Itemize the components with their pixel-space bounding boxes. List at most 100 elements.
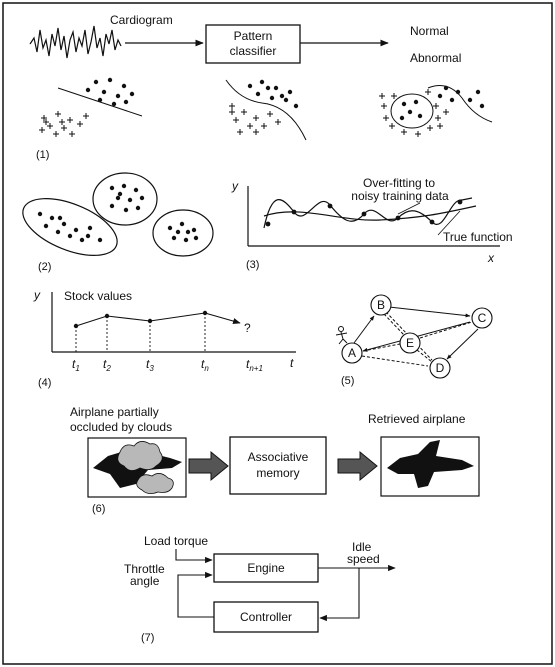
plus-marker <box>233 117 239 123</box>
x-axis-label: x <box>487 251 495 265</box>
dot-cluster <box>85 77 135 107</box>
cluster-point <box>117 191 123 197</box>
edge-a-b <box>353 315 375 344</box>
cluster-point <box>175 229 181 235</box>
idle-speed-label-1: Idle <box>352 540 372 554</box>
plus-marker <box>247 123 253 129</box>
training-point <box>291 209 297 215</box>
cluster-point <box>109 185 115 191</box>
panel-5-label: (5) <box>341 375 354 387</box>
cluster-point <box>87 225 93 231</box>
plus-marker <box>55 111 61 117</box>
plus-marker <box>69 131 75 137</box>
cluster-point <box>133 187 139 193</box>
value-point <box>147 318 153 324</box>
cluster-point <box>179 221 185 227</box>
cluster-point <box>55 229 61 235</box>
idle-speed-label-2: speed <box>347 552 380 566</box>
cardiogram-label: Cardiogram <box>110 13 173 27</box>
panel-1: Cardiogram Pattern classifier Normal Abn… <box>29 13 493 161</box>
training-point <box>265 221 271 227</box>
dot-cluster <box>399 85 485 121</box>
data-point <box>437 93 443 99</box>
cluster-point <box>49 215 55 221</box>
data-point <box>443 85 449 91</box>
closed-boundary <box>390 93 434 129</box>
edge-e-c <box>419 321 473 339</box>
node-e <box>399 332 421 354</box>
data-point <box>455 89 461 95</box>
node-c <box>471 307 493 329</box>
data-point <box>97 97 103 103</box>
pattern-classifier-label-1: Pattern <box>234 29 273 43</box>
plus-marker <box>83 113 89 119</box>
value-markers <box>73 310 208 352</box>
data-point <box>417 113 423 119</box>
edge-a-e <box>362 343 401 352</box>
plus-marker <box>381 103 387 109</box>
panel-6: Airplane partially occluded by clouds As… <box>70 405 480 515</box>
y-axis-label: y <box>33 288 41 302</box>
outer-boundary <box>427 85 493 123</box>
cluster-point <box>127 197 133 203</box>
cluster-point <box>79 237 85 243</box>
value-point <box>73 323 79 329</box>
cluster-circle-right <box>152 209 214 257</box>
data-point <box>467 97 473 103</box>
training-point <box>327 203 333 209</box>
plus-marker <box>425 89 431 95</box>
stock-series <box>75 312 206 327</box>
cluster-point <box>61 221 67 227</box>
edge-c-d <box>446 328 479 360</box>
cluster-point <box>123 207 129 213</box>
data-point <box>247 83 253 89</box>
controller-label: Controller <box>240 610 292 624</box>
cluster-circle-top <box>92 172 158 226</box>
overfit-label-2: noisy training data <box>351 189 449 203</box>
overfit-label-1: Over-fitting to <box>363 176 435 190</box>
training-point <box>395 215 401 221</box>
associative-memory-label-2: memory <box>256 466 299 480</box>
block-arrow <box>188 450 229 482</box>
plus-marker <box>43 119 49 125</box>
forecast-question: ? <box>244 321 251 335</box>
data-point <box>407 109 413 115</box>
cluster-point <box>193 235 199 241</box>
dot-cluster <box>247 79 299 109</box>
panel-1-label: (1) <box>36 149 49 161</box>
training-points <box>265 199 463 227</box>
data-point <box>107 77 113 83</box>
forecast-arrow <box>204 312 241 325</box>
training-point <box>457 199 463 205</box>
throttle-label-2: angle <box>130 574 160 588</box>
data-point <box>123 99 129 105</box>
engine-label: Engine <box>247 561 285 575</box>
data-point <box>279 93 285 99</box>
cluster-ellipse-left <box>22 198 118 256</box>
tick-t3: t3 <box>146 357 154 373</box>
overfit-pointer <box>397 202 421 215</box>
cluster-point <box>37 211 43 217</box>
node-a-label: A <box>348 346 356 360</box>
value-point <box>104 313 110 319</box>
abnormal-label: Abnormal <box>410 51 461 65</box>
node-b <box>370 294 392 316</box>
data-point <box>401 101 407 107</box>
plus-marker <box>401 129 407 135</box>
data-point <box>475 89 481 95</box>
stock-title: Stock values <box>64 289 132 303</box>
data-point <box>115 93 121 99</box>
plus-marker <box>275 119 281 125</box>
data-point <box>93 79 99 85</box>
cluster-point <box>167 225 173 231</box>
true-function-label: True function <box>443 230 513 244</box>
cluster-point <box>109 203 115 209</box>
cluster-point <box>121 183 127 189</box>
cluster-point <box>191 227 197 233</box>
data-point <box>85 87 91 93</box>
data-point <box>121 83 127 89</box>
cluster-point <box>97 237 103 243</box>
training-point <box>429 219 435 225</box>
plus-marker <box>61 125 67 131</box>
